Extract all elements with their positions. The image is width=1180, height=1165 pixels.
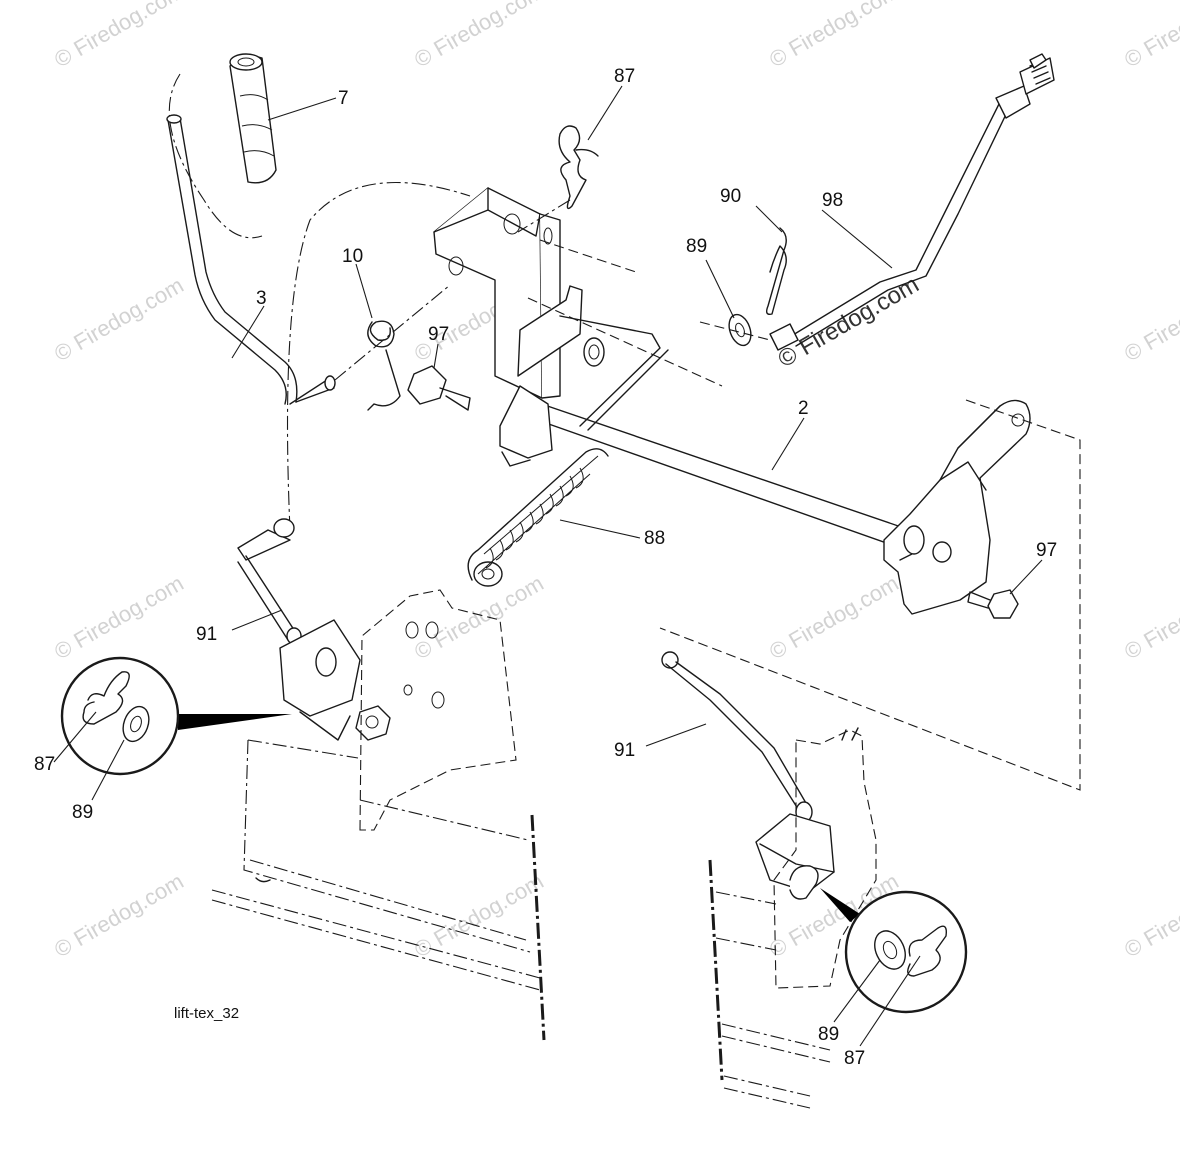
callout-90: 90 xyxy=(720,186,741,207)
callout-98: 98 xyxy=(822,190,843,211)
callout-88: 88 xyxy=(644,528,665,549)
watermark: © Firedog.com xyxy=(1120,0,1180,72)
callout-87: 87 xyxy=(34,754,55,775)
right-lift-arm xyxy=(883,399,1031,615)
assembly-path-line xyxy=(659,399,1081,791)
spring-link-rod xyxy=(559,315,669,431)
watermark: © Firedog.com xyxy=(410,570,548,664)
watermark: © Firedog.com xyxy=(1120,272,1180,366)
callout-97: 97 xyxy=(1036,540,1057,561)
callout-2: 2 xyxy=(798,398,809,419)
watermark: © Firedog.com xyxy=(50,0,188,72)
figure-id: lift-tex_32 xyxy=(174,1005,239,1022)
callout-89: 89 xyxy=(686,236,707,257)
watermark: © Firedog.com xyxy=(774,271,924,373)
callout-87: 87 xyxy=(844,1048,865,1069)
right-deck-plate xyxy=(773,727,877,989)
watermark: © Firedog.com xyxy=(50,868,188,962)
part-91-link-rod-right xyxy=(661,651,813,823)
detail-circle-left xyxy=(60,656,180,776)
watermark: © Firedog.com xyxy=(50,570,188,664)
watermark: © Firedog.com xyxy=(765,570,903,664)
lift-bracket xyxy=(433,187,605,399)
part-97-bolt-upper xyxy=(407,365,471,411)
right-pivot-bracket xyxy=(755,813,835,900)
callout-97: 97 xyxy=(428,324,449,345)
detail-pointer-arrow-left xyxy=(178,714,292,730)
callout-91: 91 xyxy=(196,624,217,645)
part-2-cross-shaft xyxy=(499,385,913,553)
leader-lines xyxy=(53,85,1043,1047)
part-87-hairpin-upper xyxy=(558,125,599,210)
callout-3: 3 xyxy=(256,288,267,309)
assembly-path-line xyxy=(517,199,571,233)
left-deck-outline xyxy=(211,739,546,1041)
callout-labels: 7 87 90 98 89 10 3 97 2 88 97 91 87 89 9… xyxy=(34,66,1057,1069)
part-10-torsion-spring xyxy=(367,320,401,411)
detail-circle-right xyxy=(844,890,968,1014)
watermark: © Firedog.com xyxy=(765,0,903,72)
watermarks: © Firedog.com © Firedog.com © Firedog.co… xyxy=(50,0,1180,962)
part-98-adjust-rod xyxy=(787,53,1055,347)
assembly-path-line xyxy=(699,321,771,341)
watermark: © Firedog.com xyxy=(50,272,188,366)
watermark: © Firedog.com xyxy=(410,0,548,72)
callout-89: 89 xyxy=(72,802,93,823)
part-97-bolt-right xyxy=(967,589,1019,619)
part-91-link-rod-left xyxy=(237,518,302,645)
part-7-handle-grip xyxy=(229,53,277,184)
detail-pointer-arrow-right xyxy=(820,888,860,922)
callout-91: 91 xyxy=(614,740,635,761)
callout-89: 89 xyxy=(818,1024,839,1045)
part-88-extension-spring xyxy=(467,448,609,587)
watermark: © Firedog.com xyxy=(1120,868,1180,962)
assembly-path-line xyxy=(286,181,471,531)
callout-87: 87 xyxy=(614,66,635,87)
rod-pin-end xyxy=(769,323,799,351)
callout-10: 10 xyxy=(342,246,363,267)
part-90-hairpin-clip xyxy=(765,227,787,316)
handle-swing-path xyxy=(168,73,263,239)
callout-7: 7 xyxy=(338,88,349,109)
left-pivot-bracket xyxy=(279,619,391,741)
assembly-path-line xyxy=(527,239,723,387)
right-deck-outline xyxy=(708,859,831,1109)
watermark: © Firedog.com xyxy=(1120,570,1180,664)
left-deck-plate xyxy=(359,589,517,831)
part-3-lift-handle xyxy=(166,114,336,405)
